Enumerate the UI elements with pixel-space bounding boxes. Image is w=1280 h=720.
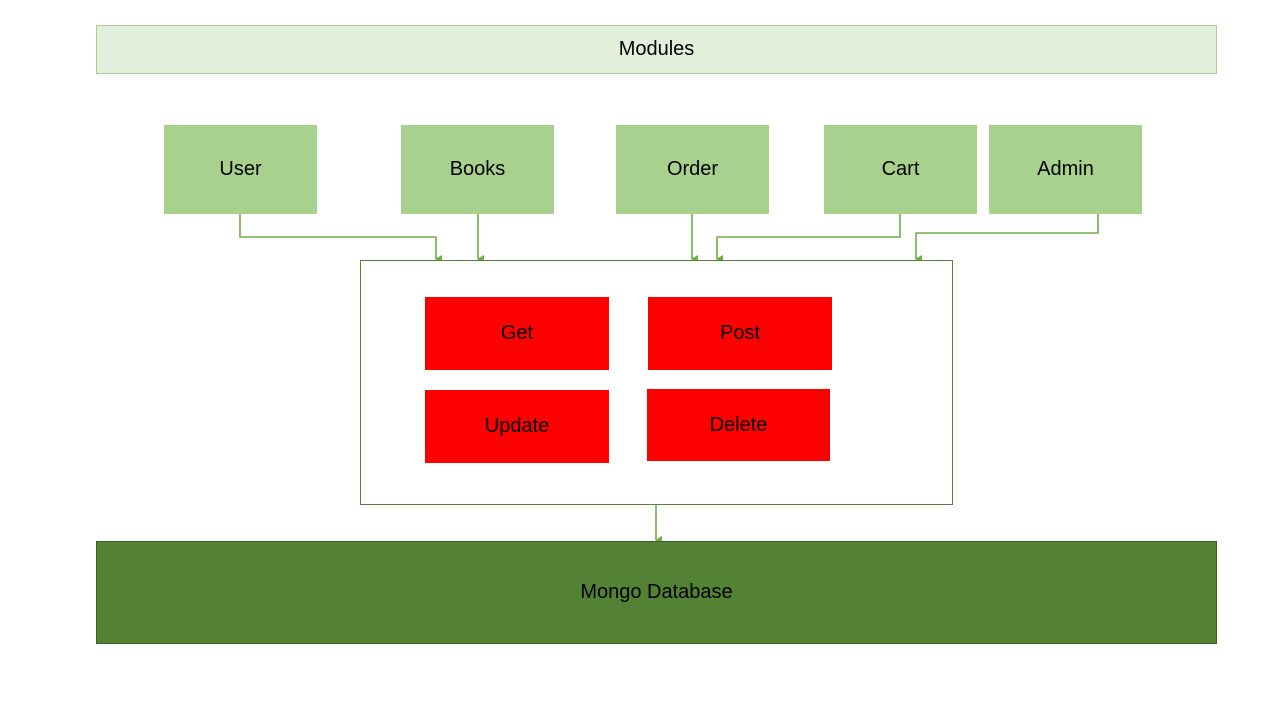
module-user-label: User [219,158,262,180]
mongo-database-label: Mongo Database [580,581,733,603]
module-books: Books [401,125,554,214]
module-admin-label: Admin [1037,158,1094,180]
connector-admin [915,209,1099,263]
method-get-label: Get [500,322,534,344]
method-post-label: Post [719,322,761,344]
method-delete: Delete [647,389,830,461]
modules-banner-label: Modules [618,38,695,60]
method-delete-label: Delete [709,413,768,436]
mongo-database: Mongo Database [96,541,1217,644]
module-cart: Cart [824,125,977,214]
method-post: Post [648,297,832,370]
method-update: Update [425,390,609,463]
module-order-label: Order [666,158,719,180]
connector-cart [716,214,901,263]
method-get: Get [425,297,609,370]
module-user: User [164,125,317,214]
module-admin: Admin [989,125,1142,214]
module-cart-label: Cart [881,158,920,180]
modules-banner: Modules [96,25,1217,74]
method-update-label: Update [484,415,550,437]
module-books-label: Books [449,158,506,180]
connector-user [239,214,442,263]
module-order: Order [616,125,769,214]
